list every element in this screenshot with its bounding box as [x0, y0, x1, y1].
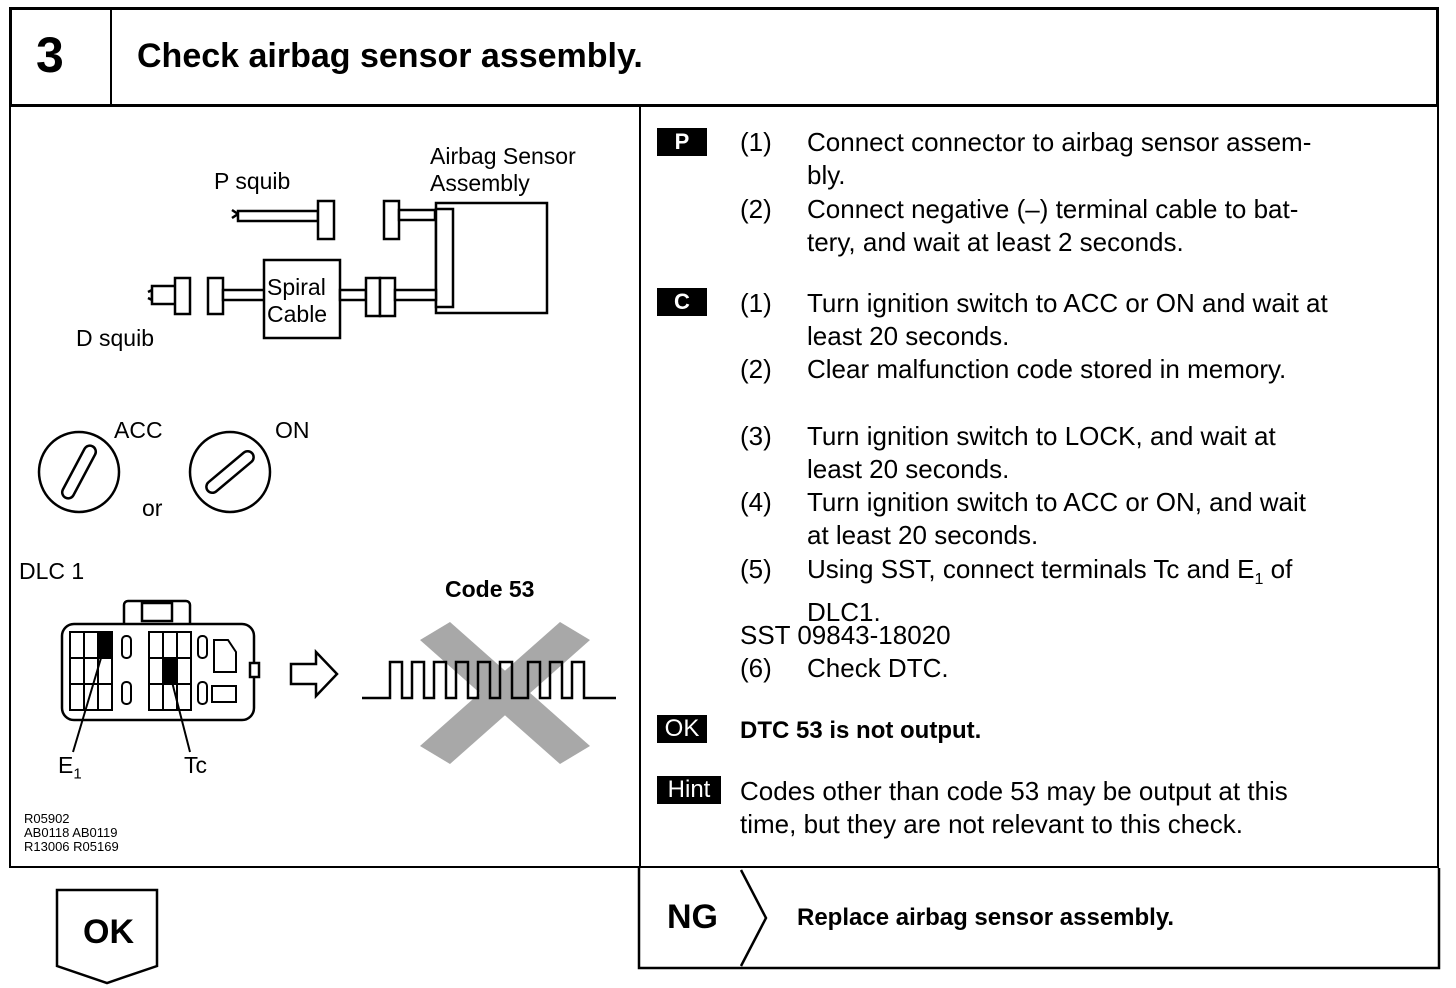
- step-line: Connect negative (–) terminal cable to b…: [807, 194, 1299, 224]
- step-line: Turn ignition switch to ACC or ON, and w…: [807, 487, 1307, 517]
- hint-text: Codes other than code 53 may be output a…: [740, 775, 1288, 841]
- step-line: Turn ignition switch to ACC or ON and wa…: [807, 288, 1328, 318]
- ok-result-shape: [55, 888, 159, 985]
- step-text: Connect connector to airbag sensor assem…: [807, 126, 1311, 192]
- figure-reference-line: AB0118 AB0119: [24, 825, 118, 840]
- ng-result-box: [637, 868, 1441, 970]
- step-number-divider: [110, 7, 112, 107]
- hint-line: Codes other than code 53 may be output a…: [740, 776, 1288, 806]
- step-text: Turn ignition switch to LOCK, and wait a…: [807, 420, 1276, 486]
- tc-label: Tc: [184, 752, 207, 778]
- step-num: (1): [740, 288, 772, 318]
- arrow-right-icon: [289, 648, 339, 700]
- step-line: Connect connector to airbag sensor assem…: [807, 127, 1312, 157]
- step-num: (2): [740, 354, 772, 384]
- step-num: (3): [740, 421, 772, 451]
- signal-waveform: [362, 660, 616, 700]
- acc-label: ACC: [114, 417, 163, 443]
- spiral-cable-box: [262, 258, 342, 340]
- step-num: (5): [740, 554, 772, 584]
- p-squib-label: P squib: [214, 168, 291, 194]
- d-squib-connector: [147, 276, 267, 316]
- step-line: least 20 seconds.: [807, 321, 1010, 351]
- sensor-label-line1: Airbag Sensor: [430, 143, 576, 169]
- step-text: Using SST, connect terminals Tc and E1 o…: [807, 553, 1292, 629]
- ignition-key-on-icon: [188, 430, 272, 514]
- ng-result-label: NG: [667, 898, 718, 936]
- step-line: tery, and wait at least 2 seconds.: [807, 227, 1184, 257]
- step-num: (6): [740, 653, 772, 683]
- d-squib-label: D squib: [76, 325, 154, 351]
- step-number: 3: [36, 27, 64, 83]
- step-line: Clear malfunction code stored in memory.: [807, 354, 1287, 384]
- ok-badge: OK: [657, 715, 707, 743]
- dlc1-connector: [60, 599, 261, 722]
- p-squib-connector: [231, 199, 336, 241]
- step-text: Turn ignition switch to ACC or ON, and w…: [807, 486, 1306, 552]
- sensor-label-line2: Assembly: [430, 170, 530, 196]
- spiral-label-line1: Spiral: [267, 274, 326, 300]
- or-label: or: [142, 495, 163, 521]
- step-line: bly.: [807, 160, 846, 190]
- ok-criteria-text: DTC 53 is not output.: [740, 717, 982, 744]
- step-text: Turn ignition switch to ACC or ON and wa…: [807, 287, 1328, 353]
- step-title: Check airbag sensor assembly.: [137, 37, 643, 75]
- sst-number: SST 09843-18020: [740, 620, 951, 650]
- step-line: Using SST, connect terminals Tc and E1 o…: [807, 554, 1293, 589]
- crossed-out-icon: [420, 622, 590, 764]
- step-text: Check DTC.: [807, 653, 949, 683]
- dlc-label: DLC 1: [19, 558, 85, 584]
- figure-reference: R05902 AB0118 AB0119 R13006 R05169: [24, 812, 119, 854]
- ng-action-text: Replace airbag sensor assembly.: [797, 904, 1175, 931]
- step-line: DLC1.: [807, 597, 881, 628]
- step-text: Connect negative (–) terminal cable to b…: [807, 193, 1298, 259]
- hint-line: time, but they are not relevant to this …: [740, 809, 1243, 839]
- step-line: least 20 seconds.: [807, 454, 1010, 484]
- code-label: Code 53: [445, 576, 535, 602]
- airbag-sensor-box: [434, 201, 549, 315]
- e1-label: E1: [58, 752, 82, 783]
- c-badge: C: [657, 288, 707, 316]
- figure-reference-line: R13006 R05169: [24, 839, 119, 854]
- spiral-label-line2: Cable: [267, 301, 328, 327]
- procedure-panel: [639, 105, 1439, 868]
- figure-reference-line: R05902: [24, 811, 70, 826]
- ignition-key-acc-icon: [37, 430, 121, 514]
- on-label: ON: [275, 417, 310, 443]
- step-text: Clear malfunction code stored in memory.: [807, 353, 1286, 386]
- step-num: (2): [740, 194, 772, 224]
- step-line: Turn ignition switch to LOCK, and wait a…: [807, 421, 1276, 451]
- p-badge: P: [657, 128, 707, 156]
- step-num: (1): [740, 127, 772, 157]
- ok-result-label: OK: [83, 913, 134, 951]
- step-line: at least 20 seconds.: [807, 520, 1039, 550]
- hint-badge: Hint: [657, 776, 721, 804]
- step-num: (4): [740, 487, 772, 517]
